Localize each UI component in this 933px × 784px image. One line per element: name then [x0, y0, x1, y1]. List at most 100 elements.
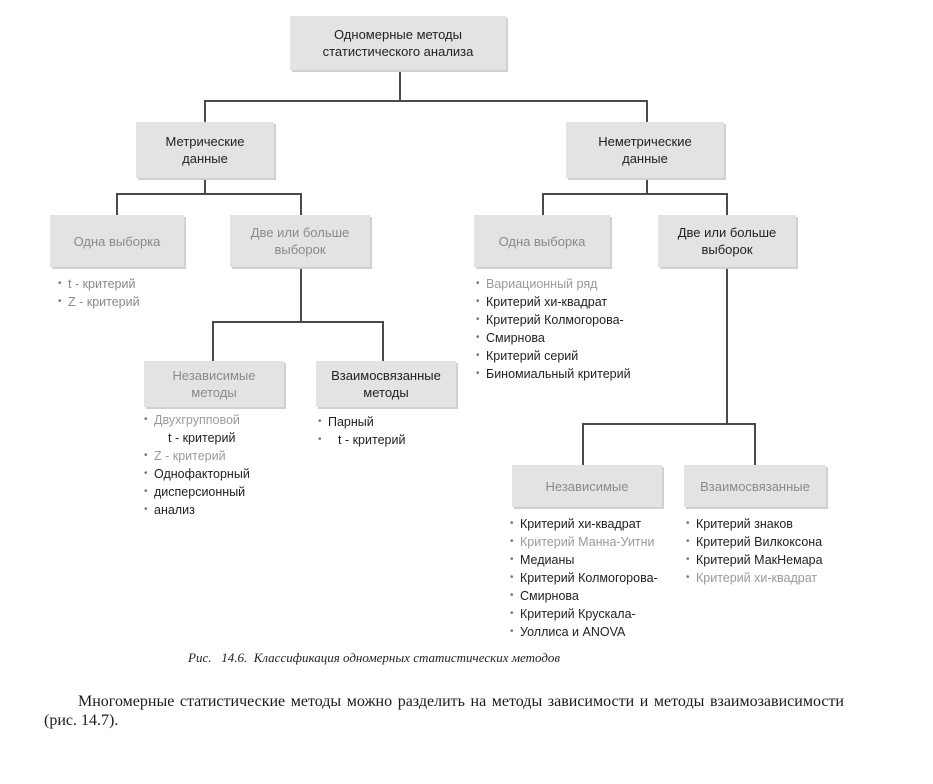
list-item: Медианы — [510, 551, 658, 569]
connector-line — [582, 423, 756, 425]
list-item-text: Вариационный ряд — [486, 277, 598, 291]
metric-related-node: Взаимосвязанные методы — [316, 361, 456, 407]
list-item-text: Медианы — [520, 553, 575, 567]
list-item-text: дисперсионный — [154, 485, 246, 499]
classification-diagram: Одномерные методы статистического анализ… — [0, 0, 933, 660]
metric-related-line2: методы — [363, 385, 409, 400]
nonmetric-related-node: Взаимосвязанные — [684, 465, 826, 507]
list-item: Смирнова — [476, 329, 631, 347]
connector-line — [382, 321, 384, 361]
metric-one-sample-node: Одна выборка — [50, 215, 184, 267]
list-item: Критерий МакНемара — [686, 551, 823, 569]
connector-line — [726, 266, 728, 424]
nonmetric-data-node: Неметрические данные — [566, 122, 724, 178]
metric-independent-line1: Независимые — [172, 368, 256, 383]
metric-two-samples-line2: выборок — [274, 242, 326, 257]
nonmetric-independent-node: Независимые — [512, 465, 662, 507]
list-item-text: Критерий Манна-Уитни — [520, 535, 655, 549]
figure-caption: Рис. 14.6. Классификация одномерных стат… — [188, 650, 560, 666]
list-item-text: Двухгрупповой — [154, 413, 240, 427]
nonmetric-one-sample-label: Одна выборка — [498, 233, 586, 249]
list-item: Критерий Крускала- — [510, 605, 658, 623]
list-item-text: Критерий серий — [486, 349, 579, 363]
connector-line — [300, 193, 302, 215]
root-node: Одномерные методы статистического анализ… — [290, 16, 506, 70]
list-item: Уоллиса и ANOVA — [510, 623, 658, 641]
list-item-text: Биномиальный критерий — [486, 367, 631, 381]
list-item-text: Критерий МакНемара — [696, 553, 823, 567]
list-item: Биномиальный критерий — [476, 365, 631, 383]
list-item: t - критерий — [58, 275, 140, 293]
nonmetric-line2: данные — [622, 151, 668, 166]
connector-line — [116, 193, 118, 215]
nonmetric-related-label: Взаимосвязанные — [700, 478, 810, 494]
list-item-text: анализ — [154, 503, 195, 517]
list-item: Критерий Колмогорова- — [510, 569, 658, 587]
metric-related-list: Парный t - критерий — [318, 413, 405, 449]
connector-line — [646, 178, 648, 194]
list-item: Однофакторный — [144, 465, 250, 483]
list-item-text: Критерий знаков — [696, 517, 793, 531]
connector-line — [754, 423, 756, 465]
metric-line2: данные — [182, 151, 228, 166]
list-item-text: Критерий хи-квадрат — [520, 517, 642, 531]
nonmetric-one-sample-node: Одна выборка — [474, 215, 610, 267]
root-line1: Одномерные методы — [333, 27, 462, 42]
list-item: Критерий Колмогорова- — [476, 311, 631, 329]
list-item: Смирнова — [510, 587, 658, 605]
metric-line1: Метрические — [165, 134, 245, 149]
nonmetric-independent-list: Критерий хи-квадрат Критерий Манна-Уитни… — [510, 515, 658, 641]
caption-prefix: Рис. — [188, 650, 212, 665]
metric-two-samples-node: Две или больше выборок — [230, 215, 370, 267]
caption-text: Классификация одномерных статистических … — [253, 650, 561, 665]
list-item: Критерий Вилкоксона — [686, 533, 823, 551]
connector-line — [204, 100, 206, 122]
connector-line — [542, 193, 544, 215]
list-item: Критерий знаков — [686, 515, 823, 533]
connector-line — [399, 70, 401, 102]
list-item-text: Критерий хи-квадрат — [696, 571, 818, 585]
caption-number: 14.6. — [221, 650, 248, 665]
list-item: t - критерий — [318, 431, 405, 449]
list-item-text: Критерий Колмогорова- — [486, 313, 624, 327]
list-item: Критерий хи-квадрат — [686, 569, 823, 587]
list-item: Критерий хи-квадрат — [510, 515, 658, 533]
metric-related-line1: Взаимосвязанные — [331, 368, 441, 383]
list-item: Z - критерий — [144, 447, 250, 465]
connector-line — [116, 193, 302, 195]
metric-one-sample-label: Одна выборка — [73, 233, 161, 249]
connector-line — [300, 266, 302, 322]
list-item-text: Смирнова — [486, 331, 545, 345]
nonmetric-two-samples-line2: выборок — [701, 242, 753, 257]
connector-line — [646, 100, 648, 122]
list-item-text: Уоллиса и ANOVA — [520, 625, 626, 639]
list-item-text: t - критерий — [168, 431, 236, 445]
list-item: Вариационный ряд — [476, 275, 631, 293]
root-line2: статистического анализа — [322, 44, 474, 59]
list-item-text: Z - критерий — [154, 449, 226, 463]
list-item: Двухгрупповой — [144, 411, 250, 429]
metric-independent-node: Независимые методы — [144, 361, 284, 407]
list-item-text: Смирнова — [520, 589, 579, 603]
list-item: анализ — [144, 501, 250, 519]
metric-independent-list: Двухгрупповой t - критерий Z - критерий … — [144, 411, 250, 519]
list-item: Парный — [318, 413, 405, 431]
list-item: t - критерий — [144, 429, 250, 447]
nonmetric-related-list: Критерий знаков Критерий Вилкоксона Крит… — [686, 515, 823, 587]
body-paragraph: Многомерные статистические методы можно … — [44, 693, 844, 729]
connector-line — [582, 423, 584, 465]
nonmetric-one-sample-list: Вариационный ряд Критерий хи-квадрат Кри… — [476, 275, 631, 383]
nonmetric-independent-label: Независимые — [545, 478, 629, 494]
list-item-text: Однофакторный — [154, 467, 250, 481]
list-item: Критерий Манна-Уитни — [510, 533, 658, 551]
list-item: Критерий серий — [476, 347, 631, 365]
nonmetric-line1: Неметрические — [598, 134, 692, 149]
metric-one-sample-list: t - критерий Z - критерий — [58, 275, 140, 311]
connector-line — [542, 193, 728, 195]
connector-line — [726, 193, 728, 215]
metric-two-samples-line1: Две или больше — [250, 225, 350, 240]
connector-line — [204, 178, 206, 194]
connector-line — [204, 100, 648, 102]
nonmetric-two-samples-node: Две или больше выборок — [658, 215, 796, 267]
connector-line — [212, 321, 384, 323]
